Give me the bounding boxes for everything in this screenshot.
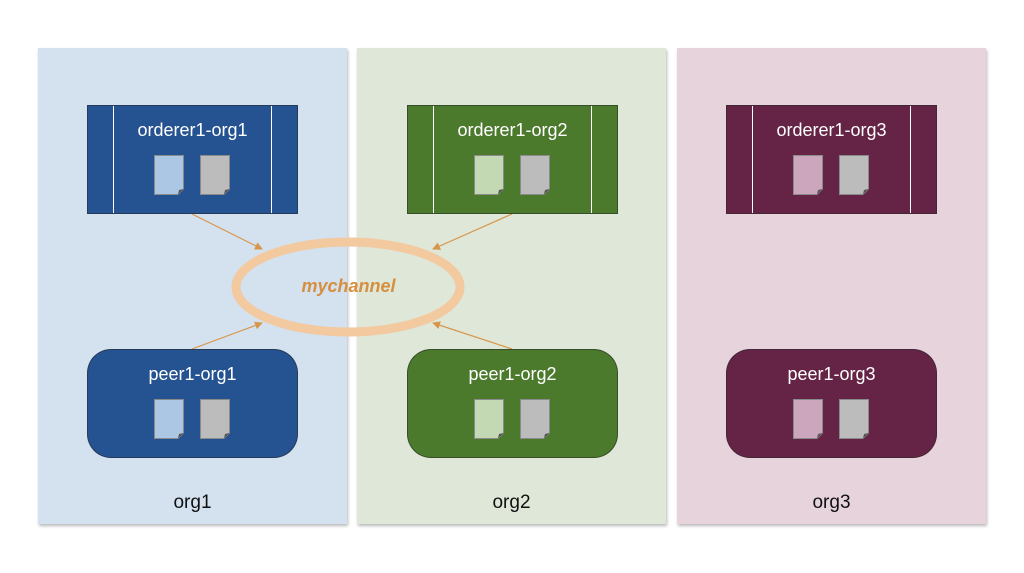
org1-label: org1 <box>173 492 212 513</box>
peer1-org1-title: peer1-org1 <box>148 364 237 384</box>
orderer1-org2-node: orderer1-org2 <box>407 105 618 214</box>
orderer1-org1-node: orderer1-org1 <box>87 105 298 214</box>
org3-label: org3 <box>812 492 851 513</box>
orderer-divider <box>113 106 114 213</box>
peer1-org2-title: peer1-org2 <box>468 364 557 384</box>
document-icon <box>839 155 869 195</box>
orderer-divider <box>433 106 434 213</box>
channel-label: mychannel <box>301 276 396 296</box>
org2-label: org2 <box>492 492 531 513</box>
orderer1-org1-title: orderer1-org1 <box>137 120 248 140</box>
document-icon <box>154 399 184 439</box>
peer1-org2-node: peer1-org2 <box>407 349 618 458</box>
peer1-org3-node: peer1-org3 <box>726 349 937 458</box>
document-icon <box>200 399 230 439</box>
arrow-peer1-org1 <box>191 321 263 350</box>
arrow-orderer1-org2 <box>432 213 513 250</box>
document-icon <box>474 399 504 439</box>
channel-ring <box>231 237 465 337</box>
orderer1-org3-node: orderer1-org3 <box>726 105 937 214</box>
document-icon <box>793 155 823 195</box>
peer1-org3-title: peer1-org3 <box>787 364 876 384</box>
orderer1-org3-title: orderer1-org3 <box>776 120 887 140</box>
orderer-divider <box>591 106 592 213</box>
document-icon <box>154 155 184 195</box>
document-icon <box>520 155 550 195</box>
arrow-peer1-org2 <box>432 321 513 350</box>
peer1-org1-node: peer1-org1 <box>87 349 298 458</box>
document-icon <box>839 399 869 439</box>
document-icon <box>200 155 230 195</box>
arrow-orderer1-org1 <box>191 213 263 250</box>
orderer-divider <box>910 106 911 213</box>
orderer1-org2-title: orderer1-org2 <box>457 120 568 140</box>
document-icon <box>520 399 550 439</box>
document-icon <box>474 155 504 195</box>
document-icon <box>793 399 823 439</box>
orderer-divider <box>752 106 753 213</box>
orderer-divider <box>271 106 272 213</box>
